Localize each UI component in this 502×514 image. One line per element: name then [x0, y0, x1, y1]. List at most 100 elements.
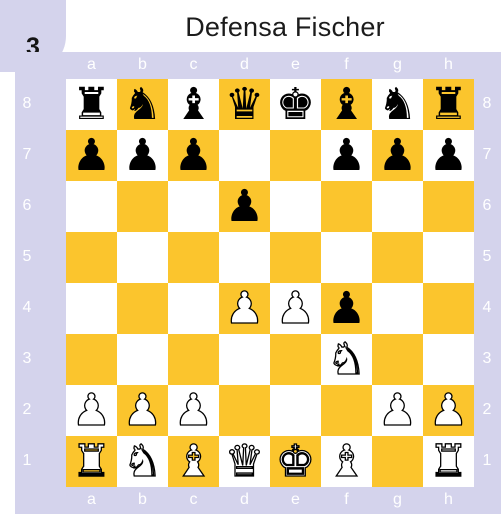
- square-c1[interactable]: ♝: [168, 436, 219, 487]
- square-f8[interactable]: ♝: [321, 79, 372, 130]
- file-label-bottom-b: b: [117, 491, 168, 509]
- black-rook-icon[interactable]: ♜: [72, 83, 111, 127]
- white-queen-icon[interactable]: ♛: [225, 440, 264, 484]
- file-label-bottom-d: d: [219, 491, 270, 509]
- square-a7[interactable]: ♟: [66, 130, 117, 181]
- square-c8[interactable]: ♝: [168, 79, 219, 130]
- square-h3[interactable]: [423, 334, 474, 385]
- square-d5[interactable]: [219, 232, 270, 283]
- white-king-icon[interactable]: ♚: [276, 440, 315, 484]
- white-bishop-icon[interactable]: ♝: [174, 440, 213, 484]
- black-pawn-icon[interactable]: ♟: [123, 134, 162, 178]
- square-d4[interactable]: ♟: [219, 283, 270, 334]
- black-rook-icon[interactable]: ♜: [429, 83, 468, 127]
- square-a1[interactable]: ♜: [66, 436, 117, 487]
- square-a3[interactable]: [66, 334, 117, 385]
- square-h1[interactable]: ♜: [423, 436, 474, 487]
- black-pawn-icon[interactable]: ♟: [327, 134, 366, 178]
- white-pawn-icon[interactable]: ♟: [429, 389, 468, 433]
- square-b3[interactable]: [117, 334, 168, 385]
- file-label-top-c: c: [168, 56, 219, 74]
- black-pawn-icon[interactable]: ♟: [225, 185, 264, 229]
- square-a2[interactable]: ♟: [66, 385, 117, 436]
- black-pawn-icon[interactable]: ♟: [72, 134, 111, 178]
- square-b6[interactable]: [117, 181, 168, 232]
- square-e3[interactable]: [270, 334, 321, 385]
- square-e1[interactable]: ♚: [270, 436, 321, 487]
- square-d2[interactable]: [219, 385, 270, 436]
- square-d7[interactable]: [219, 130, 270, 181]
- white-knight-icon[interactable]: ♞: [327, 338, 366, 382]
- square-d3[interactable]: [219, 334, 270, 385]
- square-g5[interactable]: [372, 232, 423, 283]
- square-c3[interactable]: [168, 334, 219, 385]
- square-b5[interactable]: [117, 232, 168, 283]
- white-pawn-icon[interactable]: ♟: [72, 389, 111, 433]
- square-h4[interactable]: [423, 283, 474, 334]
- square-e5[interactable]: [270, 232, 321, 283]
- white-pawn-icon[interactable]: ♟: [378, 389, 417, 433]
- square-a5[interactable]: [66, 232, 117, 283]
- square-b2[interactable]: ♟: [117, 385, 168, 436]
- black-pawn-icon[interactable]: ♟: [429, 134, 468, 178]
- square-g1[interactable]: [372, 436, 423, 487]
- square-e7[interactable]: [270, 130, 321, 181]
- black-knight-icon[interactable]: ♞: [378, 83, 417, 127]
- black-bishop-icon[interactable]: ♝: [174, 83, 213, 127]
- square-f1[interactable]: ♝: [321, 436, 372, 487]
- square-e4[interactable]: ♟: [270, 283, 321, 334]
- square-g8[interactable]: ♞: [372, 79, 423, 130]
- square-h2[interactable]: ♟: [423, 385, 474, 436]
- black-bishop-icon[interactable]: ♝: [327, 83, 366, 127]
- white-rook-icon[interactable]: ♜: [72, 440, 111, 484]
- square-d1[interactable]: ♛: [219, 436, 270, 487]
- white-pawn-icon[interactable]: ♟: [174, 389, 213, 433]
- square-d6[interactable]: ♟: [219, 181, 270, 232]
- square-g7[interactable]: ♟: [372, 130, 423, 181]
- square-a8[interactable]: ♜: [66, 79, 117, 130]
- chessboard[interactable]: ♜ ♞ ♝ ♛ ♚ ♝ ♞ ♜ ♟ ♟ ♟ ♟ ♟ ♟ ♟ ♟ ♟ ♟ ♞ ♟ ♟ ♟ ♟ ♟ ♜ ♞ ♝ ♛ ♚ ♝ ♜: [66, 79, 474, 487]
- white-pawn-icon[interactable]: ♟: [123, 389, 162, 433]
- square-c5[interactable]: [168, 232, 219, 283]
- file-label-top-e: e: [270, 56, 321, 74]
- square-g2[interactable]: ♟: [372, 385, 423, 436]
- square-h8[interactable]: ♜: [423, 79, 474, 130]
- square-f5[interactable]: [321, 232, 372, 283]
- black-knight-icon[interactable]: ♞: [123, 83, 162, 127]
- square-g4[interactable]: [372, 283, 423, 334]
- square-e8[interactable]: ♚: [270, 79, 321, 130]
- square-g6[interactable]: [372, 181, 423, 232]
- square-c2[interactable]: ♟: [168, 385, 219, 436]
- white-bishop-icon[interactable]: ♝: [327, 440, 366, 484]
- square-f2[interactable]: [321, 385, 372, 436]
- square-c7[interactable]: ♟: [168, 130, 219, 181]
- white-pawn-icon[interactable]: ♟: [276, 287, 315, 331]
- black-queen-icon[interactable]: ♛: [225, 83, 264, 127]
- black-pawn-icon[interactable]: ♟: [174, 134, 213, 178]
- white-pawn-icon[interactable]: ♟: [225, 287, 264, 331]
- square-a4[interactable]: [66, 283, 117, 334]
- square-b8[interactable]: ♞: [117, 79, 168, 130]
- square-e6[interactable]: [270, 181, 321, 232]
- square-f7[interactable]: ♟: [321, 130, 372, 181]
- square-f6[interactable]: [321, 181, 372, 232]
- square-f4[interactable]: ♟: [321, 283, 372, 334]
- square-f3[interactable]: ♞: [321, 334, 372, 385]
- white-rook-icon[interactable]: ♜: [429, 440, 468, 484]
- white-knight-icon[interactable]: ♞: [123, 440, 162, 484]
- square-d8[interactable]: ♛: [219, 79, 270, 130]
- square-h7[interactable]: ♟: [423, 130, 474, 181]
- square-h5[interactable]: [423, 232, 474, 283]
- square-b7[interactable]: ♟: [117, 130, 168, 181]
- black-pawn-icon[interactable]: ♟: [378, 134, 417, 178]
- black-pawn-icon[interactable]: ♟: [327, 287, 366, 331]
- square-b4[interactable]: [117, 283, 168, 334]
- black-king-icon[interactable]: ♚: [276, 83, 315, 127]
- square-c4[interactable]: [168, 283, 219, 334]
- square-h6[interactable]: [423, 181, 474, 232]
- square-e2[interactable]: [270, 385, 321, 436]
- square-a6[interactable]: [66, 181, 117, 232]
- square-g3[interactable]: [372, 334, 423, 385]
- square-c6[interactable]: [168, 181, 219, 232]
- square-b1[interactable]: ♞: [117, 436, 168, 487]
